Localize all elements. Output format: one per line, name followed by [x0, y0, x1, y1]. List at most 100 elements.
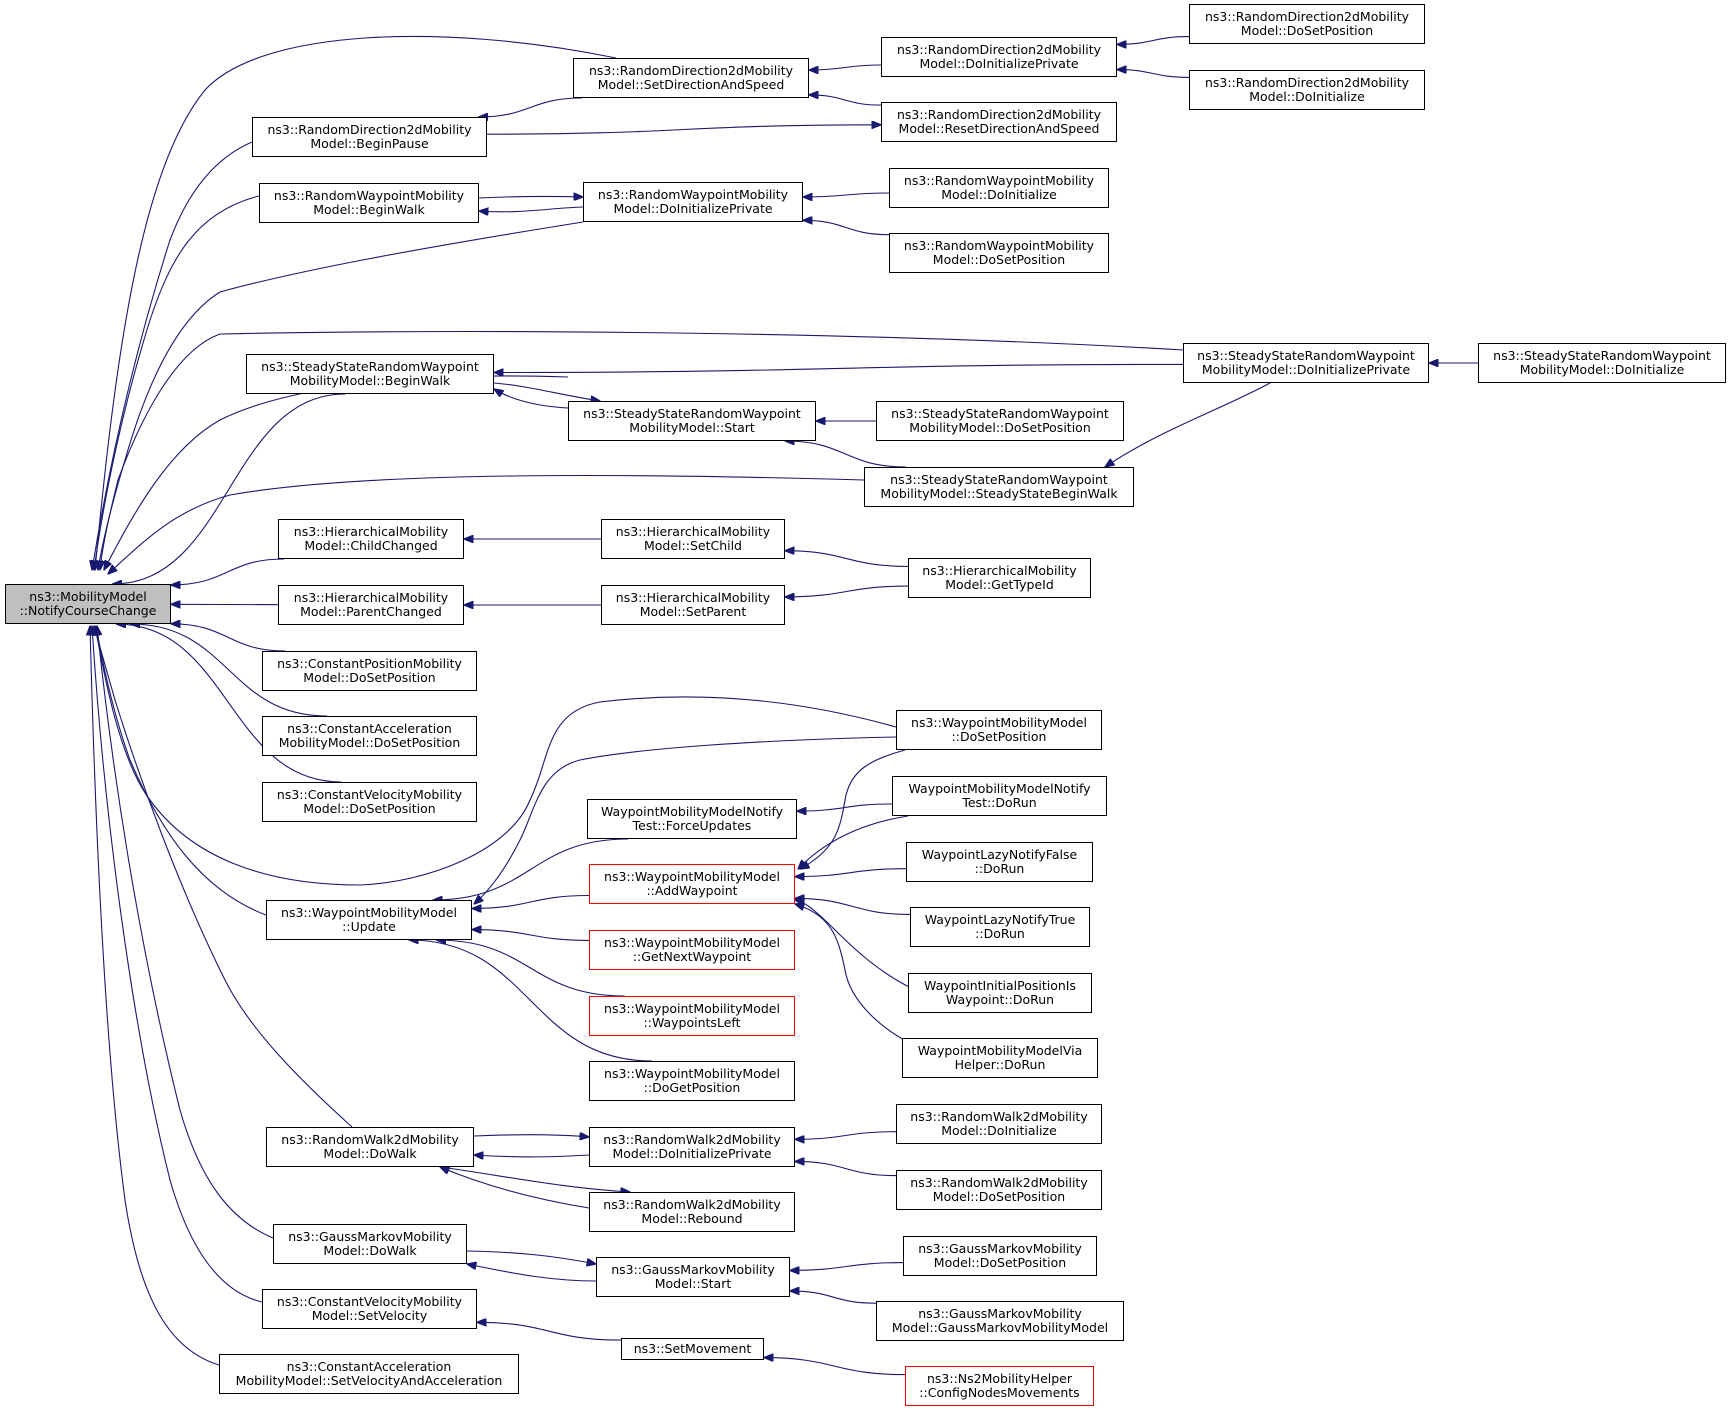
call-edge-rwalk_doinit-to-rwalk_doinitpriv [795, 1131, 897, 1140]
function-node-label-line: Model::ChildChanged [304, 538, 438, 553]
function-node-ns2-config[interactable]: ns3::Ns2MobilityHelper::ConfigNodesMovem… [905, 1366, 1094, 1406]
call-edge-rw_doinit-to-rw_doinitpriv [803, 192, 890, 197]
function-node-wp-dosetpos[interactable]: ns3::WaypointMobilityModel::DoSetPositio… [896, 710, 1102, 750]
call-edge-wp_dogetpos-to-wp_update [409, 940, 652, 1062]
function-node-wp-waypointsleft[interactable]: ns3::WaypointMobilityModel::WaypointsLef… [589, 996, 795, 1036]
function-node-label-line: Model::DoInitialize [1249, 89, 1365, 104]
function-node-label-line: WaypointMobilityModelVia [917, 1043, 1083, 1058]
function-node-wp-dogetpos[interactable]: ns3::WaypointMobilityModel::DoGetPositio… [589, 1061, 795, 1101]
function-node-label-line: Model::DoWalk [323, 1146, 417, 1161]
call-edge-gm_start-to-gm_dowalk [467, 1264, 597, 1282]
function-node-label-line: ns3::RandomWaypointMobility [903, 173, 1095, 188]
function-node-label-line: ns3::SteadyStateRandomWaypoint [1197, 348, 1415, 363]
function-node-label-line: Helper::DoRun [954, 1057, 1046, 1072]
call-edge-gm_dosetpos-to-gm_start [790, 1262, 904, 1271]
function-node-label-line: ns3::RandomWalk2dMobility [603, 1197, 781, 1212]
call-edge-rd_resetdir-to-rd_setdirspeed [809, 95, 882, 106]
call-edge-rd_doinit-to-rd_doinitpriv [1117, 70, 1190, 78]
function-node-label-line: Model::DoWalk [323, 1243, 417, 1258]
call-edge-wp_dosetpos-to-wp_update [474, 736, 897, 904]
function-node-label-line: ns3::MobilityModel [29, 589, 147, 604]
function-node-label-line: ::DoRun [974, 861, 1025, 876]
function-node-label-line: WaypointInitialPositionIs [924, 978, 1076, 993]
function-node-wp-addwaypoint[interactable]: ns3::WaypointMobilityModel::AddWaypoint [589, 864, 795, 904]
function-node-label-line: MobilityModel::SteadyStateBeginWalk [880, 486, 1118, 501]
call-edge-rwalk_dowalk-to-rwalk_rebound [439, 1166, 630, 1192]
function-node-label-line: Test::DoRun [962, 795, 1037, 810]
call-edge-ss_doinitpriv-to-ss_steadybegin [1105, 382, 1271, 467]
function-node-label-line: ns3::SteadyStateRandomWaypoint [261, 359, 479, 374]
function-node-label-line: Waypoint::DoRun [945, 992, 1055, 1007]
function-node-label-line: Model::Start [654, 1276, 732, 1291]
function-node-wp-lazyfalse[interactable]: WaypointLazyNotifyFalse::DoRun [906, 842, 1093, 882]
function-node-label-line: Model::SetVelocity [311, 1308, 428, 1323]
function-node-label-line: ::DoRun [975, 926, 1025, 941]
function-node-wp-lazytrue[interactable]: WaypointLazyNotifyTrue::DoRun [910, 907, 1090, 947]
function-node-label-line: ns3::SteadyStateRandomWaypoint [1493, 348, 1711, 363]
function-node-label-line: ns3::RandomDirection2dMobility [896, 107, 1101, 122]
function-node-label-line: Model::DoSetPosition [932, 252, 1066, 267]
call-edge-rd_setdirspeed-to-rd_beginpause [479, 97, 583, 117]
function-node-label-line: ns3::RandomDirection2dMobility [896, 42, 1101, 57]
function-node-wp-update[interactable]: ns3::WaypointMobilityModel::Update [266, 900, 472, 940]
call-edge-setmovement-to-cv_setvelocity [477, 1322, 622, 1341]
call-edge-rd_doinitpriv-to-rd_setdirspeed [809, 64, 882, 70]
call-edge-ss_doinitpriv-to-root [100, 331, 1184, 570]
function-node-wp-getnext[interactable]: ns3::WaypointMobilityModel::GetNextWaypo… [589, 930, 795, 970]
call-edge-wp_lazyfalse-to-wp_addwaypoint [795, 868, 907, 877]
function-node-label-line: ::WaypointsLeft [643, 1015, 741, 1030]
function-node-label-line: ns3::GaussMarkovMobility [918, 1241, 1082, 1256]
function-node-label-line: Model::DoSetPosition [932, 1189, 1066, 1204]
call-edge-ss_doinitpriv-to-ss_beginwalk [494, 363, 1184, 372]
function-node-label-line: WaypointMobilityModelNotify [600, 804, 784, 819]
function-node-label-line: Test::ForceUpdates [632, 818, 752, 833]
function-node-label-line: ns3::RandomDirection2dMobility [1204, 9, 1409, 24]
function-node-label-line: MobilityModel::Start [629, 420, 755, 435]
function-node-label-line: ns3::GaussMarkovMobility [918, 1306, 1082, 1321]
call-edge-wp_notifytest_dorun-to-wp_addwaypoint [798, 815, 909, 869]
function-node-label-line: ns3::GaussMarkovMobility [611, 1262, 775, 1277]
function-node-setmovement[interactable]: ns3::SetMovement [621, 1338, 764, 1360]
function-node-label-line: ::AddWaypoint [646, 883, 738, 898]
function-node-label-line: ns3::Ns2MobilityHelper [926, 1371, 1073, 1386]
